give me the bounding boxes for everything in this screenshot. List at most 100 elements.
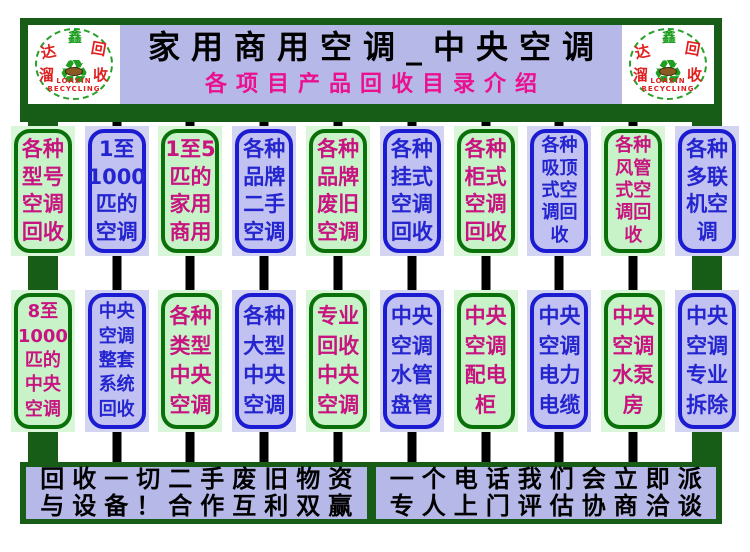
pill-text-line: 商用 (169, 219, 212, 244)
grid-column: 各种品牌二手空调各种大型中央空调 (227, 122, 301, 462)
pill-text-line: 空调 (686, 333, 729, 358)
logo-char-da: 达 (39, 41, 58, 63)
logo-char-xin: 鑫 (662, 30, 676, 46)
catalog-cell: 各种多联机空调 (675, 126, 740, 256)
pill-text-line: 空调 (612, 333, 655, 358)
catalog-cell: 各种大型中央空调 (232, 290, 297, 432)
pill-text-line: 调回 (541, 202, 578, 224)
pill-text-line: 1至 (98, 137, 135, 162)
pill-text-line: 各种 (169, 303, 212, 328)
page-title: 家用商用空调_中央空调 (147, 28, 605, 67)
pill-text-line: 空调 (317, 219, 360, 244)
footer-banner: 回收一切二手废旧物资 与设备！合作互利双赢 一个电话我们会立即派 专人上门评估协… (20, 462, 722, 524)
catalog-pill: 各种型号空调回收 (13, 129, 72, 253)
catalog-cell: 中央空调专业拆除 (675, 290, 740, 432)
catalog-cell: 各种类型中央空调 (158, 290, 223, 432)
pill-text-line: 调回 (615, 202, 652, 224)
pill-text-line: 二手 (243, 192, 286, 217)
grid-column: 各种品牌废旧空调专业回收中央空调 (301, 122, 375, 462)
pill-text-line: 各种 (243, 303, 286, 328)
pill-text-line: 盘管 (390, 393, 433, 418)
pill-text-line: 回收 (98, 398, 135, 420)
pill-text-line: 各种 (615, 135, 652, 157)
grid-column: 各种柜式空调回收中央空调配电柜 (449, 122, 523, 462)
pill-text-line: 系统 (98, 374, 135, 396)
pill-text-line: 空调 (317, 393, 360, 418)
pill-text-line: 风管 (615, 157, 652, 179)
pill-text-line: 各种 (21, 137, 64, 162)
pill-text-line: 1000 (17, 325, 68, 347)
catalog-pill: 各种风管式空调回收 (604, 129, 663, 253)
pill-text-line: 吸顶 (541, 157, 578, 179)
logo-circle: ♻ 达 鑫 回 溜 收 LOAXIN RECYCLING (35, 28, 113, 100)
logo-char-hui: 回 (683, 38, 702, 60)
catalog-cell: 中央空调电力电缆 (527, 290, 592, 432)
catalog-pill: 各种大型中央空调 (235, 293, 294, 429)
header: ♻ 达 鑫 回 溜 收 LOAXIN RECYCLING 家用商用空调_中央空调… (20, 18, 722, 104)
catalog-cell: 各种型号空调回收 (10, 126, 75, 256)
catalog-pill: 中央空调整套系统回收 (87, 293, 146, 429)
footer-right-line2: 专人上门评估协商洽谈 (389, 492, 710, 520)
pill-text-line: 柜式 (464, 164, 507, 189)
pill-text-line: 整套 (98, 349, 135, 371)
pill-text-line: 柜 (475, 393, 497, 418)
pill-text-line: 品牌 (317, 164, 360, 189)
pill-text-line: 空调 (538, 333, 581, 358)
pill-text-line: 匹的 (24, 349, 61, 371)
catalog-cell: 各种风管式空调回收 (601, 126, 666, 256)
catalog-pill: 各种品牌二手空调 (235, 129, 294, 253)
logo-circle: ♻ 达 鑫 回 溜 收 LOAXIN RECYCLING (629, 28, 707, 100)
pill-text-line: 电力 (538, 363, 581, 388)
pill-text-line: 匹的 (95, 192, 138, 217)
pill-text-line: 空调 (390, 333, 433, 358)
pill-text-line: 中央 (317, 363, 360, 388)
pill-text-line: 收 (624, 224, 643, 246)
catalog-cell: 各种品牌二手空调 (232, 126, 297, 256)
pill-text-line: 空调 (169, 393, 212, 418)
logo-char-xin: 鑫 (68, 30, 82, 46)
pill-text-line: 各种 (541, 135, 578, 157)
pill-text-line: 废旧 (317, 192, 360, 217)
pill-text-line: 8至 (27, 301, 59, 323)
catalog-pill: 各种吸顶式空调回收 (530, 129, 589, 253)
pill-text-line: 空调 (21, 192, 64, 217)
pill-text-line: 各种 (686, 137, 729, 162)
catalog-pill: 各种挂式空调回收 (382, 129, 441, 253)
logo-en-recycling: RECYCLING (641, 85, 695, 94)
catalog-cell: 各种柜式空调回收 (453, 126, 518, 256)
pill-text-line: 各种 (317, 137, 360, 162)
pill-text-line: 房 (622, 393, 644, 418)
pill-text-line: 机空 (686, 192, 729, 217)
pill-text-line: 各种 (464, 137, 507, 162)
catalog-pill: 各种品牌废旧空调 (309, 129, 368, 253)
pill-text-line: 中央 (612, 303, 655, 328)
pill-text-line: 拆除 (686, 393, 729, 418)
pill-text-line: 空调 (98, 325, 135, 347)
pill-text-line: 空调 (95, 219, 138, 244)
pill-text-line: 调 (696, 219, 718, 244)
footer-left-box: 回收一切二手废旧物资 与设备！合作互利双赢 (26, 466, 367, 519)
logo-char-da: 达 (633, 41, 652, 63)
pill-text-line: 挂式 (390, 164, 433, 189)
catalog-pill: 中央空调水泵房 (604, 293, 663, 429)
handshake-icon (659, 67, 677, 76)
catalog-pill: 中央空调水管盘管 (382, 293, 441, 429)
pill-text-line: 类型 (169, 333, 212, 358)
grid-column: 各种挂式空调回收中央空调水管盘管 (375, 122, 449, 462)
pill-text-line: 中央 (243, 363, 286, 388)
logo-char-liu: 溜 (633, 66, 649, 84)
logo-right: ♻ 达 鑫 回 溜 收 LOAXIN RECYCLING (622, 25, 714, 104)
pill-text-line: 式空 (615, 179, 652, 201)
pill-text-line: 1至5 (165, 137, 216, 162)
grid-column: 各种多联机空调中央空调专业拆除 (670, 122, 744, 462)
pill-text-line: 多联 (686, 164, 729, 189)
pill-text-line: 配电 (464, 363, 507, 388)
pill-text-line: 大型 (243, 333, 286, 358)
pill-text-line: 中央 (686, 303, 729, 328)
